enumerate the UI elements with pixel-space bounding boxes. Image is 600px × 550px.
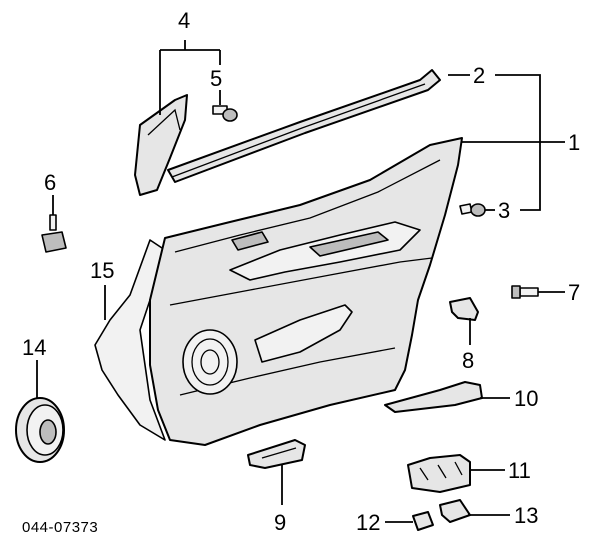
callout-2: 2 (473, 63, 485, 88)
part-12-switch (412, 511, 434, 531)
part-2-weatherstrip (167, 69, 441, 183)
callout-15: 15 (90, 258, 114, 283)
callout-12: 12 (356, 510, 380, 535)
part-13-switch (439, 499, 471, 523)
callout-14: 14 (22, 335, 46, 360)
callout-labels: 4 5 2 1 3 6 15 7 8 14 10 11 9 12 13 (22, 8, 580, 535)
part-11-window-switch (407, 454, 471, 493)
part-10-switch-base (384, 381, 483, 413)
callout-8: 8 (462, 348, 474, 373)
part-3-clip (459, 203, 486, 217)
part-14-speaker (15, 397, 65, 463)
callout-4: 4 (178, 8, 190, 33)
part-6-clip (41, 214, 67, 253)
callout-9: 9 (274, 510, 286, 535)
part-5-screw (212, 105, 238, 122)
callout-6: 6 (44, 170, 56, 195)
part-8-bracket (449, 297, 479, 321)
speaker-grille (182, 329, 238, 395)
callout-5: 5 (210, 66, 222, 91)
part-9-handle-bezel (247, 439, 306, 469)
callout-1: 1 (568, 130, 580, 155)
part-7-clip (511, 285, 539, 299)
diagram-code: 044-07373 (22, 519, 98, 536)
callout-13: 13 (514, 503, 538, 528)
callout-3: 3 (498, 198, 510, 223)
part-4-corner-trim (134, 94, 188, 196)
callout-7: 7 (568, 280, 580, 305)
callout-10: 10 (514, 386, 538, 411)
callout-11: 11 (508, 458, 531, 483)
leader-lines (36, 40, 565, 523)
